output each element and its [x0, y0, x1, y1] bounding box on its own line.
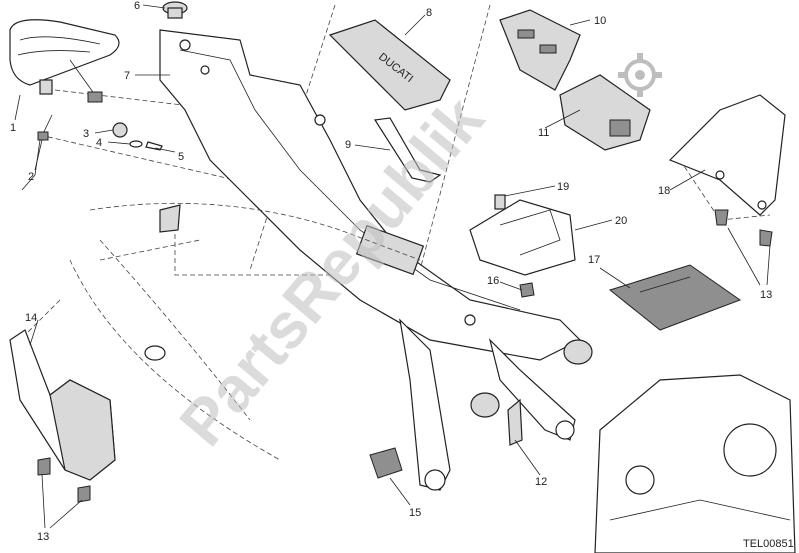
callout-17: 17	[588, 254, 600, 266]
callout-8: 8	[426, 7, 432, 19]
callout-9: 9	[345, 139, 351, 151]
callout-7: 7	[124, 70, 130, 82]
cable-tie	[21, 114, 53, 191]
clip	[519, 282, 535, 298]
engine-outline	[594, 374, 796, 553]
left-cover	[9, 329, 116, 481]
callout-4: 4	[96, 137, 102, 149]
rubber-holder	[499, 9, 581, 91]
screws-left	[37, 457, 91, 503]
drawing-code: TEL00851	[743, 538, 794, 550]
owner-manual	[608, 264, 742, 331]
tail-light	[9, 19, 120, 103]
callout-2: 2	[28, 171, 34, 183]
callout-13-right: 13	[760, 289, 772, 301]
callout-20: 20	[615, 215, 627, 227]
callout-16: 16	[487, 275, 499, 287]
screws-right	[714, 209, 773, 247]
grommet-washer-screw	[112, 122, 163, 151]
leader-lines	[14, 4, 771, 529]
bracket	[373, 117, 442, 183]
callout-10: 10	[594, 15, 606, 27]
tail-body-ghost	[69, 202, 421, 461]
callout-14: 14	[25, 312, 37, 324]
callout-3: 3	[83, 128, 89, 140]
callout-1: 1	[10, 122, 16, 134]
callout-labels: 1 2 3 4 5 6 7 8 9 10 11 12 13 13 14 15 1…	[10, 0, 772, 543]
right-cover	[668, 94, 786, 216]
callout-5: 5	[178, 151, 184, 163]
cable-clamp	[507, 398, 523, 446]
rubber-plug	[162, 1, 188, 19]
callout-15: 15	[409, 507, 421, 519]
callout-13-left: 13	[37, 531, 49, 543]
callout-18: 18	[658, 185, 670, 197]
callout-11: 11	[538, 127, 549, 139]
rubber-block	[559, 74, 651, 151]
control-unit	[469, 194, 576, 276]
gear-icon	[618, 53, 662, 97]
callout-19: 19	[557, 181, 569, 193]
bolt	[369, 447, 403, 479]
callout-12: 12	[535, 476, 547, 488]
frame-struts	[399, 318, 593, 491]
callout-6: 6	[134, 0, 140, 12]
rear-subframe	[159, 29, 582, 361]
rubber-pad: DUCATI	[328, 19, 451, 111]
